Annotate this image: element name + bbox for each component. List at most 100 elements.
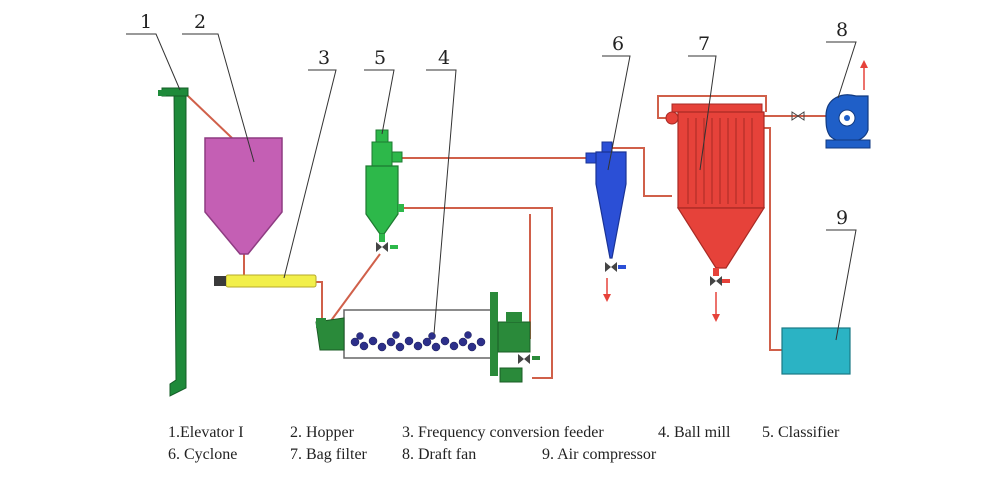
leader-5 xyxy=(364,69,395,135)
pipe-feeder-to-mill xyxy=(316,281,323,320)
ball xyxy=(476,337,486,347)
bag-filter-discharge-arrow xyxy=(712,292,720,322)
ball-mill xyxy=(315,292,531,383)
ball xyxy=(350,337,360,347)
cyclone-valve-handle xyxy=(618,265,626,269)
classifier-body xyxy=(365,165,399,235)
leader-2 xyxy=(182,33,255,163)
bag-filter-tubes xyxy=(687,118,753,204)
ball xyxy=(359,341,369,351)
cyclone-discharge-arrow xyxy=(603,278,611,302)
ball xyxy=(404,336,414,346)
pipe-top-loop xyxy=(657,95,767,119)
feeder-motor xyxy=(214,276,226,286)
classifier-valve xyxy=(376,242,398,252)
mill-outlet-valve xyxy=(518,354,540,364)
mill-drive-stand xyxy=(490,292,498,376)
mill-gearbox-top xyxy=(506,312,522,322)
air-compressor xyxy=(781,327,851,375)
cyclone-valve-right xyxy=(611,262,617,272)
ball xyxy=(440,336,450,346)
leader-lines xyxy=(126,33,857,341)
mill-feed-motor xyxy=(316,318,326,328)
leader-7 xyxy=(688,55,717,171)
leader-6 xyxy=(602,55,631,171)
feeder-tube xyxy=(225,274,317,288)
draft-fan-base xyxy=(825,139,871,149)
fan-line-valve xyxy=(791,111,805,121)
ball xyxy=(368,336,378,346)
ball xyxy=(392,331,400,339)
callout-9: 9 xyxy=(836,207,848,229)
pipe-bagfilter-to-compressor xyxy=(764,127,782,351)
classifier-valve-handle xyxy=(390,245,398,249)
fan-valve-right xyxy=(797,111,805,121)
mill-gearbox xyxy=(497,321,531,353)
leader-1 xyxy=(126,33,181,91)
cyclone-valve xyxy=(605,262,626,272)
ball xyxy=(356,332,364,340)
mill-valve-left xyxy=(518,354,524,364)
fan-arrow-head xyxy=(860,60,868,68)
callout-8: 8 xyxy=(836,19,848,41)
classifier-stem xyxy=(379,234,385,242)
bag-filter xyxy=(665,103,766,269)
leader-9 xyxy=(826,229,857,341)
hopper-body xyxy=(204,137,283,255)
elevator-body xyxy=(169,89,187,397)
pipe-mill-branch xyxy=(522,214,531,339)
mill-drive-motor xyxy=(499,367,523,383)
cyclone-top-outlet xyxy=(601,141,613,153)
ball xyxy=(464,331,472,339)
callout-1: 1 xyxy=(140,11,152,33)
leader-3 xyxy=(283,69,337,279)
bag-filter-valve xyxy=(710,268,730,286)
draft-fan-exhaust-arrow xyxy=(860,60,868,90)
bag-filter-valve-handle xyxy=(722,279,730,283)
bag-filter-lid xyxy=(671,103,763,113)
bag-filter-hopper xyxy=(676,207,766,269)
ball xyxy=(428,332,436,340)
hopper xyxy=(204,137,283,255)
ball xyxy=(467,342,477,352)
callout-numbers: 1 2 3 4 5 6 7 8 9 xyxy=(140,11,848,229)
bag-filter-stem xyxy=(713,268,719,276)
ball xyxy=(458,337,468,347)
ball xyxy=(395,342,405,352)
pipe-mill-to-classifier-return xyxy=(398,207,553,379)
callout-3: 3 xyxy=(318,47,330,69)
ball xyxy=(449,341,459,351)
leader-8 xyxy=(826,41,857,99)
callout-2: 2 xyxy=(194,11,206,33)
classifier-neck xyxy=(371,141,393,167)
fan-valve-left xyxy=(791,111,799,121)
bag-filter-valve-right xyxy=(716,276,722,286)
bag-filter-arrow-head xyxy=(712,314,720,322)
mill-grinding-balls xyxy=(350,331,486,352)
classifier-inlet xyxy=(398,204,404,212)
pipe-cyclone-to-bagfilter xyxy=(612,147,672,197)
bag-filter-housing xyxy=(677,111,765,209)
draft-fan xyxy=(825,94,871,149)
classifier xyxy=(365,129,404,242)
cyclone xyxy=(585,141,627,259)
ball xyxy=(377,342,387,352)
air-compressor-body xyxy=(781,327,851,375)
elevator-inlet xyxy=(158,90,166,96)
frequency-conversion-feeder xyxy=(214,274,317,288)
elevator xyxy=(158,87,189,397)
callout-4: 4 xyxy=(438,47,450,69)
draft-fan-hub xyxy=(844,115,850,121)
pipe-classifier-to-mill xyxy=(329,253,381,323)
mill-valve-right xyxy=(524,354,530,364)
ball xyxy=(386,337,396,347)
classifier-valve-right xyxy=(382,242,388,252)
ball xyxy=(431,342,441,352)
ball xyxy=(422,337,432,347)
classifier-valve-left xyxy=(376,242,382,252)
classifier-outlet xyxy=(391,151,403,163)
callout-7: 7 xyxy=(698,33,710,55)
bag-filter-pulse-valve xyxy=(665,111,679,125)
callout-5: 5 xyxy=(374,47,386,69)
